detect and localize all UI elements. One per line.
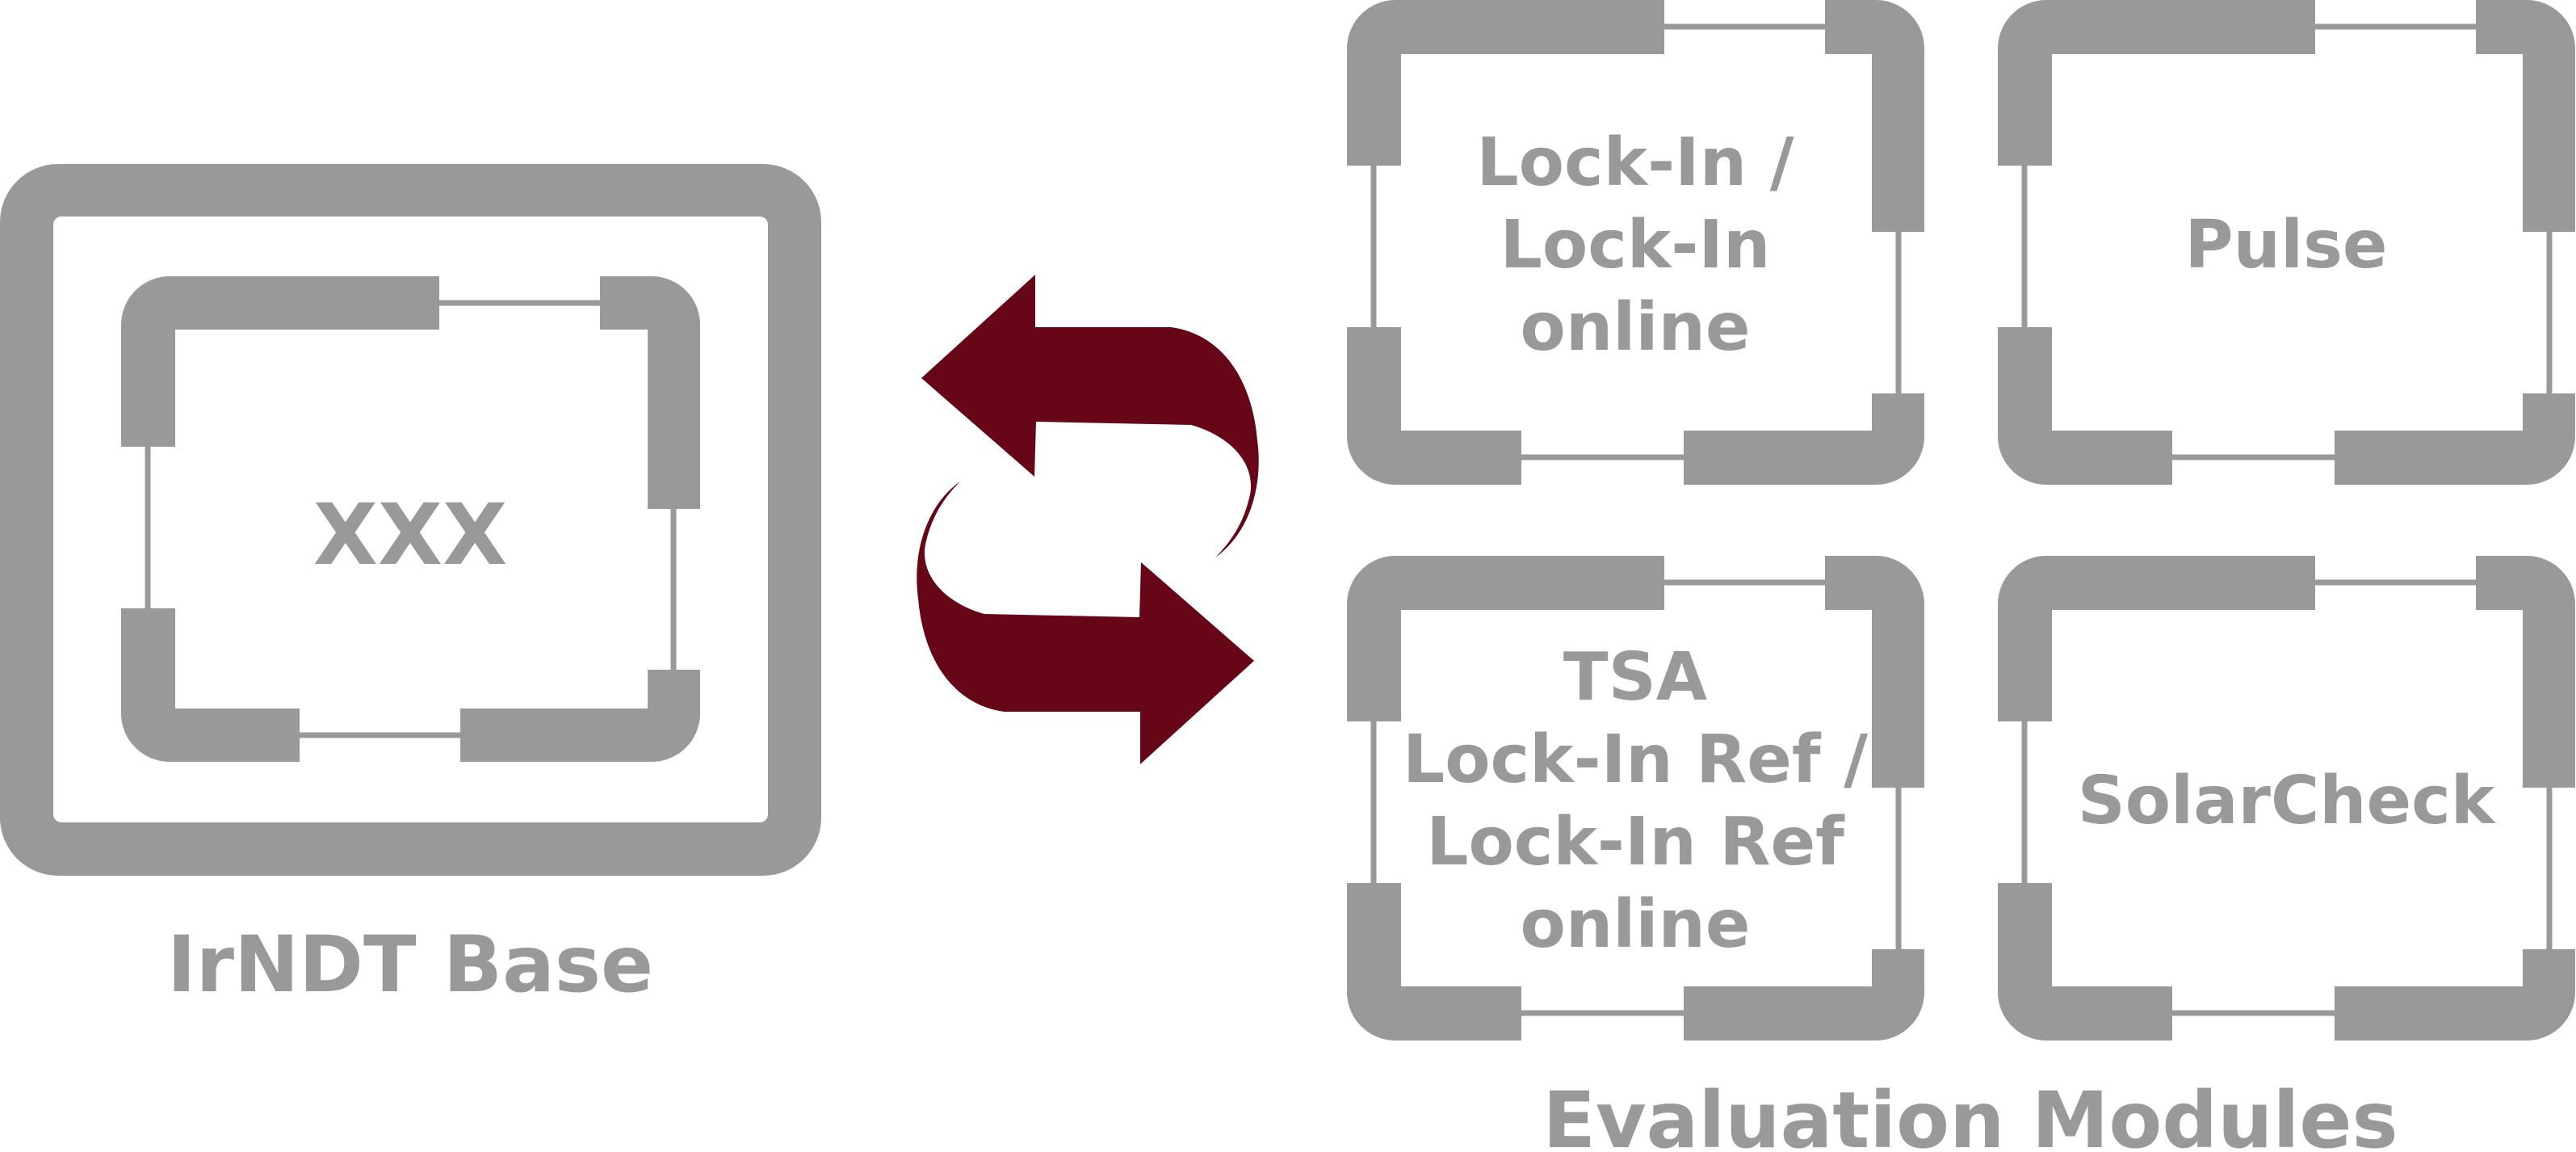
slot-corner-top-right	[600, 276, 700, 509]
module-corner-top-right	[1825, 556, 1924, 788]
module-corner-top-left	[1998, 556, 2315, 721]
module-corner-top-left	[1347, 556, 1664, 721]
base-caption: IrNDT Base	[167, 919, 653, 1010]
module-corner-bottom-right	[1684, 393, 1924, 485]
base-inner-label: XXX	[313, 486, 508, 584]
module-corner-bottom-right	[2335, 393, 2575, 485]
arrow-left-icon	[921, 275, 1259, 557]
module-label-line: Lock-In Ref /	[1403, 721, 1868, 798]
module-label-line: Lock-In Ref	[1426, 804, 1845, 881]
module-corner-bottom-left	[1347, 327, 1521, 485]
module-3: SolarCheck	[1998, 556, 2575, 1041]
arrow-right-icon	[917, 481, 1254, 764]
slot-corner-top-left	[121, 276, 439, 447]
module-corner-bottom-right	[2335, 949, 2575, 1041]
slot-corner-bottom-left	[121, 608, 300, 762]
module-corner-bottom-left	[1998, 883, 2172, 1041]
module-corner-top-left	[1347, 0, 1664, 166]
module-corner-top-right	[1825, 0, 1924, 232]
module-label-line: Lock-In /	[1476, 124, 1794, 201]
module-label-line: online	[1521, 289, 1751, 366]
module-corner-top-right	[2476, 0, 2575, 232]
module-corner-bottom-left	[1347, 883, 1521, 1041]
module-1: Pulse	[1998, 0, 2575, 485]
modules-caption: Evaluation Modules	[1542, 1075, 2398, 1152]
module-label-line: Pulse	[2184, 207, 2387, 284]
module-corner-top-left	[1998, 0, 2315, 166]
module-corner-bottom-right	[1684, 949, 1924, 1041]
module-label-line: online	[1521, 886, 1751, 963]
slot-corner-bottom-right	[460, 670, 700, 762]
base-module-slot	[121, 276, 700, 762]
module-corner-top-right	[2476, 556, 2575, 788]
module-label-line: Lock-In	[1500, 207, 1771, 284]
module-corner-bottom-left	[1998, 327, 2172, 485]
module-label-line: TSA	[1563, 639, 1708, 716]
module-label-line: SolarCheck	[2078, 763, 2497, 839]
exchange-arrows-icon	[917, 275, 1259, 764]
